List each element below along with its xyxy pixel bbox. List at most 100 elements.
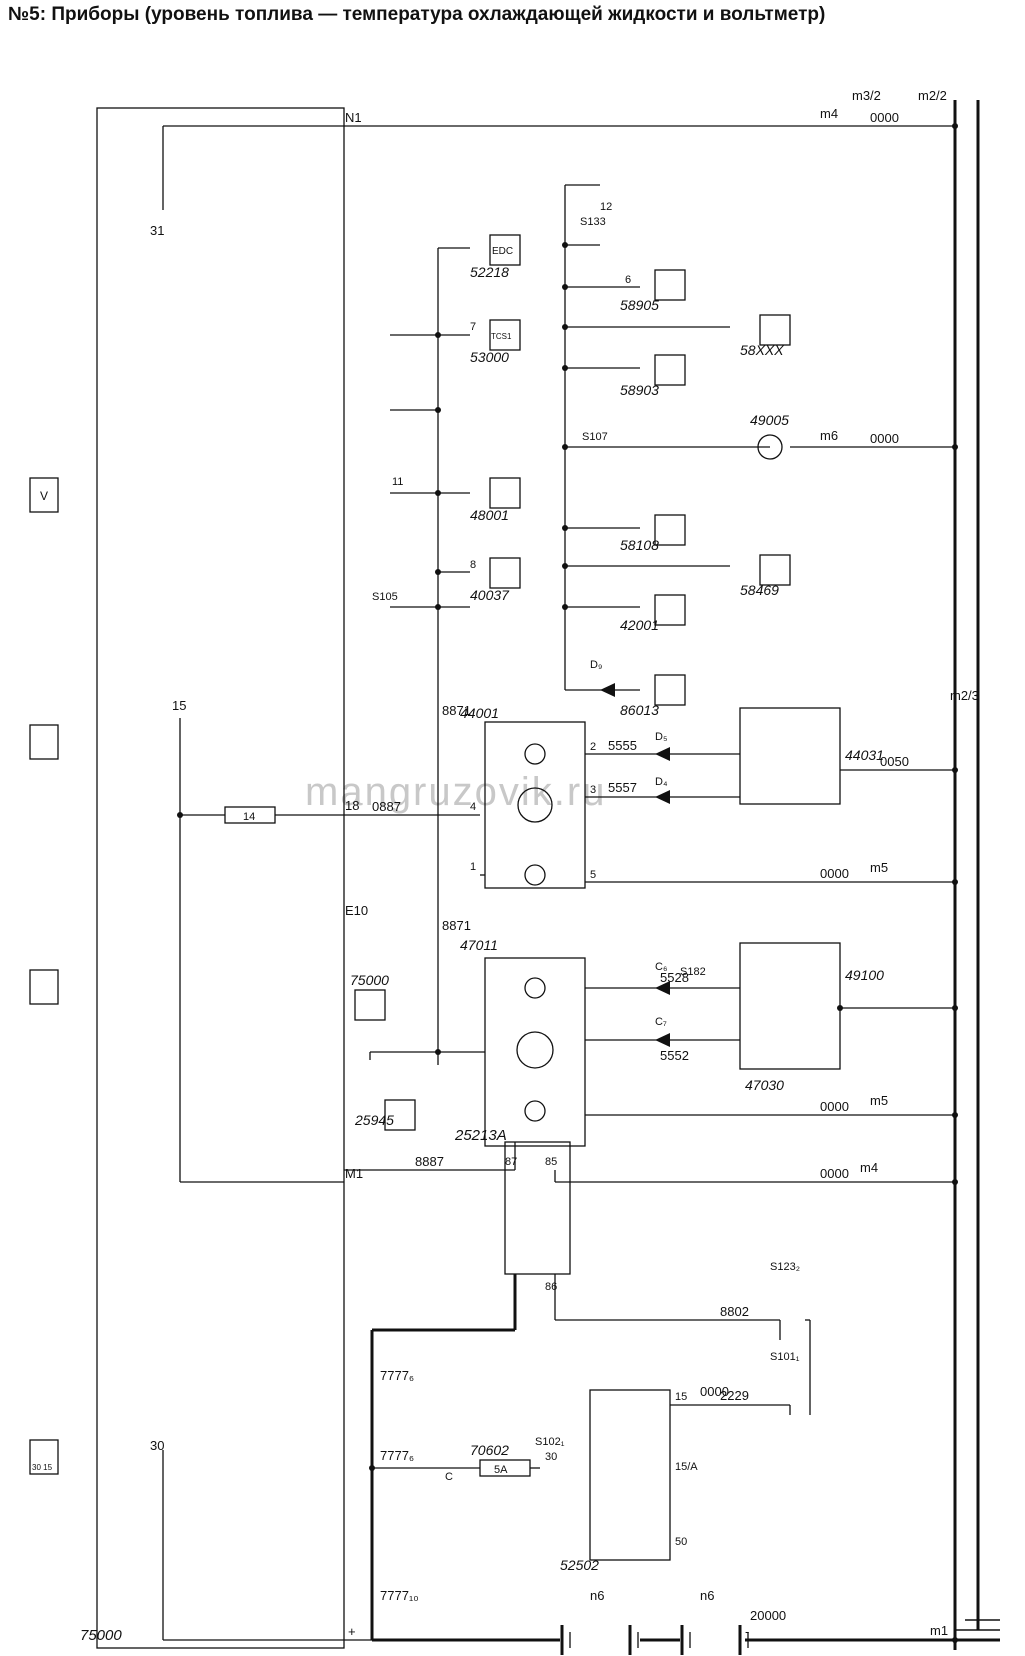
pin-8: 8 — [470, 559, 476, 571]
watermark: mangruzovik.ru — [305, 770, 606, 814]
box-42001 — [654, 594, 686, 626]
panel-frame — [96, 107, 345, 1649]
conn-s102: S102₁ — [535, 1436, 565, 1448]
pin-11: 11 — [392, 476, 403, 488]
gauge-44001-body — [484, 721, 586, 889]
conn-d4: D₄ — [655, 776, 668, 788]
label-fuse-14: 14 — [243, 811, 255, 823]
sender-44031-body — [739, 707, 841, 805]
box-58903 — [654, 354, 686, 386]
conn-s133: S133 — [580, 216, 606, 228]
label-58469: 58469 — [740, 582, 779, 598]
label-25213a: 25213A — [454, 1127, 507, 1144]
label-52218: 52218 — [470, 264, 509, 280]
voltmeter-49005 — [757, 434, 783, 460]
label-15: 15 — [172, 698, 186, 713]
wire-8887: 8887 — [415, 1154, 444, 1169]
box-53000 — [489, 319, 521, 351]
label-tcs: TCS1 — [491, 332, 512, 341]
pin-7: 7 — [470, 321, 476, 333]
label-52502: 52502 — [560, 1557, 599, 1573]
icon-ignition — [29, 1439, 59, 1475]
label-53000: 53000 — [470, 349, 509, 365]
conn-n6-a: n6 — [590, 1588, 604, 1603]
pin-87: 87 — [505, 1156, 517, 1168]
pin-6: 6 — [625, 274, 631, 286]
wire-8871-b: 8871 — [442, 918, 471, 933]
conn-s182: S182 — [680, 966, 706, 978]
conn-c6: C₆ — [655, 961, 667, 973]
icon-temperature — [29, 969, 59, 1005]
wire-2229: 2229 — [720, 1388, 749, 1403]
pin-15a: 15/A — [675, 1461, 698, 1473]
label-minus: - — [745, 1624, 749, 1639]
wire-0000-d: 0000 — [820, 1099, 849, 1114]
ignition-switch-52502 — [589, 1389, 671, 1561]
label-fuse-5a: 5A — [494, 1464, 508, 1476]
wire-0000-f: 0000 — [700, 1384, 729, 1399]
label-75000: 75000 — [80, 1627, 122, 1644]
label-75000-lamp: 75000 — [350, 972, 389, 988]
conn-d9: D₉ — [590, 659, 602, 671]
label-30: 30 — [150, 1438, 164, 1453]
conn-d5: D₅ — [655, 731, 667, 743]
label-58108: 58108 — [620, 537, 659, 553]
pin-15: 15 — [675, 1391, 687, 1403]
label-70602: 70602 — [470, 1442, 509, 1458]
wire-7777-10: 7777₁₀ — [380, 1588, 419, 1603]
wire-0000-a: 0000 — [870, 110, 899, 125]
conn-m2-2: m2/2 — [918, 88, 947, 103]
wire-5557: 5557 — [608, 780, 637, 795]
label-edc: EDC — [492, 246, 513, 257]
pin-86: 86 — [545, 1281, 557, 1293]
label-47011: 47011 — [460, 937, 498, 953]
pin-30: 30 — [545, 1451, 557, 1463]
label-86013: 86013 — [620, 702, 659, 718]
label-25945: 25945 — [354, 1112, 394, 1128]
label-44001: 44001 — [460, 705, 499, 721]
label-44031: 44031 — [845, 747, 884, 763]
label-31: 31 — [150, 223, 164, 238]
conn-m4-a: m4 — [820, 106, 838, 121]
label-58905: 58905 — [620, 297, 659, 313]
label-plus: + — [348, 1624, 356, 1639]
relay-25213a-body — [504, 1141, 571, 1275]
legend-voltmeter-text: V — [40, 489, 48, 503]
wire-0000-e: 0000 — [820, 1166, 849, 1181]
conn-m2-3: m2/3 — [950, 688, 979, 703]
wire-5552: 5552 — [660, 1048, 689, 1063]
wire-5528: 5528 — [660, 970, 689, 985]
wire-5555: 5555 — [608, 738, 637, 753]
label-48001: 48001 — [470, 507, 509, 523]
conn-m5-a: m5 — [870, 860, 888, 875]
label-49100: 49100 — [845, 967, 884, 983]
label-n1: N1 — [345, 110, 362, 125]
pin-3: 3 — [590, 784, 596, 796]
conn-n6-b: n6 — [700, 1588, 714, 1603]
box-58905 — [654, 269, 686, 301]
conn-s105: S105 — [372, 591, 398, 603]
label-58xxx: 58XXX — [740, 342, 784, 358]
box-25945 — [384, 1099, 416, 1131]
conn-s123: S123₂ — [770, 1261, 800, 1273]
page-title: №5: Приборы (уровень топлива — температу… — [8, 4, 826, 25]
pin-85: 85 — [545, 1156, 557, 1168]
label-18: 18 — [345, 798, 359, 813]
label-40037: 40037 — [470, 587, 510, 603]
conn-s101: S101₁ — [770, 1351, 800, 1363]
legend-ignition-text: 30 15 — [32, 1463, 53, 1472]
conn-m3-2: m3/2 — [852, 88, 881, 103]
conn-m5-b: m5 — [870, 1093, 888, 1108]
box-75000 — [354, 989, 386, 1021]
pin-c: C — [445, 1471, 453, 1483]
box-52218 — [489, 234, 521, 266]
pin-4: 4 — [470, 801, 476, 813]
box-86013 — [654, 674, 686, 706]
pin-12: 12 — [600, 201, 612, 213]
pin-50: 50 — [675, 1536, 687, 1548]
wire-8802: 8802 — [720, 1304, 749, 1319]
wire-8871-a: 8871 — [442, 703, 471, 718]
box-58469 — [759, 554, 791, 586]
wire-7777-6a: 7777₆ — [380, 1448, 414, 1463]
